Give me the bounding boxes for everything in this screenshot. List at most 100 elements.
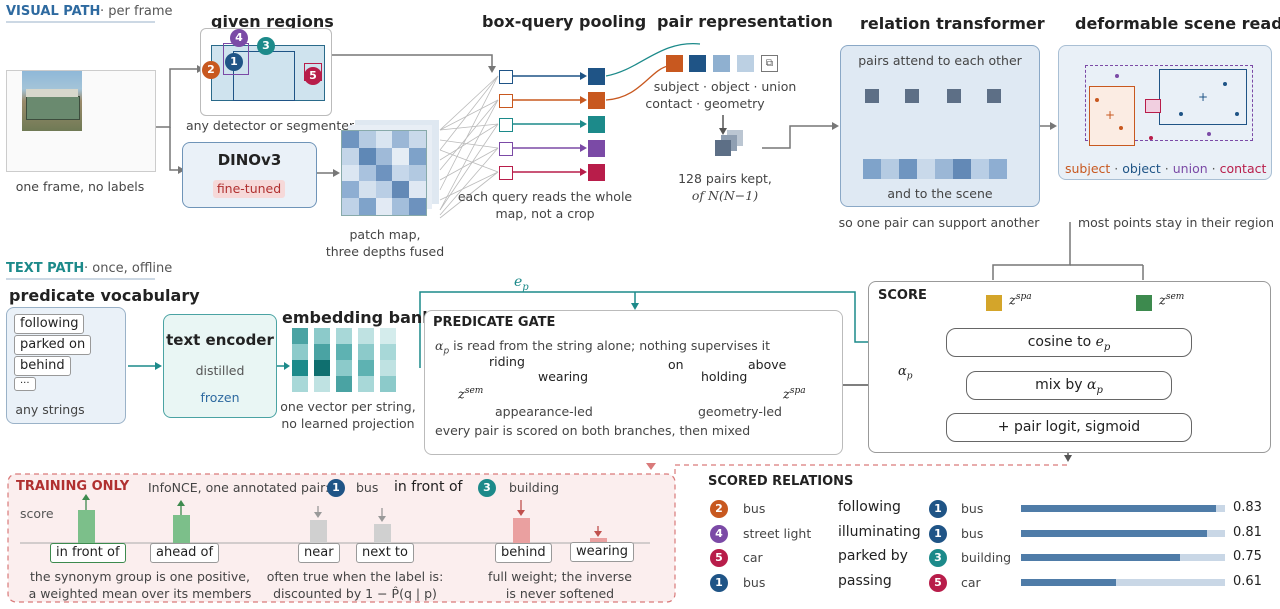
pair-contact-block [737, 55, 754, 72]
training-pred: in front of [394, 479, 463, 495]
relation-transformer-title: relation transformer [860, 14, 1045, 33]
score-zspa: zspa [1009, 292, 1032, 308]
score-zspa-sup: spa [1015, 292, 1032, 302]
relation-predicate: illuminating [838, 523, 921, 540]
sample-point [1149, 136, 1153, 140]
relation-object: bus [961, 525, 984, 541]
relation-score: 0.61 [1233, 573, 1262, 589]
training-cap-a1: the synonym group is one positive, [30, 569, 250, 584]
alpha-input: αp [898, 364, 913, 382]
gate-tick-on: on [668, 357, 684, 372]
text-path-sub: · once, offline [84, 261, 173, 276]
relation-score-bar [1021, 505, 1216, 512]
training-title: TRAINING ONLY [16, 479, 130, 494]
region-id-1: 1 [225, 53, 243, 71]
sample-point [1179, 112, 1183, 116]
predicate-gate-box: PREDICATE GATE αp is read from the strin… [424, 310, 843, 455]
embedding-bank-title: embedding bank [282, 308, 433, 327]
ep-symbol: e [514, 274, 523, 290]
score-zsem: zsem [1159, 292, 1184, 308]
score-title: SCORE [878, 288, 927, 303]
score-zspa-symbol: z [1009, 293, 1016, 309]
relation-object: car [961, 574, 981, 590]
dino-box: DINOv3 fine-tuned [182, 142, 317, 208]
query-box-teal [499, 118, 513, 132]
rt-bottom-caption: and to the scene [887, 186, 993, 201]
bus-roof-shape [26, 89, 78, 97]
union-box [1085, 65, 1253, 141]
sample-point [1235, 112, 1239, 116]
pooling-caption-1: each query reads the whole [457, 189, 633, 204]
training-label-near: near [298, 543, 340, 563]
relation-object: bus [961, 501, 984, 516]
region-id-5: 5 [304, 67, 322, 85]
logit-step: + pair logit, sigmoid [946, 413, 1192, 442]
text-encoder-title: text encoder [166, 331, 274, 349]
relation-score-bar [1021, 554, 1180, 561]
vocab-box: following parked on behind ··· any strin… [6, 307, 126, 424]
deformable-legend: subject · object · union · contact [1065, 161, 1266, 176]
relation-object: building [961, 550, 1012, 565]
gate-tick-riding: riding [489, 354, 525, 369]
gate-caption: every pair is scored on both branches, t… [435, 423, 751, 438]
relation-score: 0.81 [1233, 524, 1262, 540]
relation-subject-id: 5 [710, 549, 728, 567]
cosine-step: cosine to ep [946, 328, 1192, 357]
relation-score-track [1021, 505, 1225, 512]
rt-pair-2 [905, 89, 919, 103]
relation-object-id: 5 [929, 573, 947, 592]
training-cap-c1: full weight; the inverse [488, 569, 632, 584]
dino-badge: fine-tuned [213, 180, 285, 198]
gate-zspa-sup: spa [789, 386, 806, 396]
vocab-caption: any strings [15, 402, 85, 417]
training-label-next-to: next to [356, 543, 414, 563]
region-id-3: 3 [257, 37, 275, 55]
relation-score-track [1021, 578, 1225, 586]
subject-center-icon: + [1105, 108, 1116, 122]
legend-contact: contact [1219, 161, 1267, 176]
gate-zspa: zspa [783, 386, 806, 402]
training-infonce: InfoNCE, one annotated pair: [148, 480, 330, 495]
patch-map-caption-2: three depths fused [325, 244, 445, 259]
text-encoder-box: text encoder distilled frozen [163, 314, 277, 418]
training-label-in-front-of: in front of [50, 543, 126, 563]
text-encoder-frozen: frozen [200, 390, 240, 405]
pair-rep-caption-2: contact · geometry [645, 96, 765, 111]
training-score-label: score [20, 506, 54, 521]
gate-zsem-symbol: z [458, 387, 465, 403]
pair-rep-title: pair representation [657, 12, 833, 31]
gate-tick-above: above [748, 357, 787, 372]
gate-high-label: geometry-led [698, 404, 782, 419]
alpha-input-symbol: α [898, 364, 907, 379]
gate-alpha: α [435, 338, 444, 353]
deformable-box: + + subject · object · union · contact [1058, 45, 1272, 180]
text-encoder-sub: distilled [195, 363, 245, 378]
training-cap-a2: a weighted mean over its members [28, 586, 252, 601]
gate-zspa-symbol: z [783, 387, 790, 403]
pair-rep-caption-1: subject · object · union [653, 79, 797, 94]
legend-sep: · [1164, 161, 1169, 176]
text-path-label: TEXT PATH [6, 261, 85, 276]
vocab-title: predicate vocabulary [9, 286, 200, 305]
score-zsem-sup: sem [1165, 292, 1185, 302]
relation-subject-id: 4 [710, 524, 728, 543]
pooled-crimson [588, 164, 605, 181]
legend-subject: subject [1065, 161, 1111, 176]
patch-map [341, 130, 427, 216]
patch-map-caption-1: patch map, [349, 227, 421, 242]
rt-pair-1 [865, 89, 879, 103]
scored-relations-title: SCORED RELATIONS [708, 474, 854, 489]
training-subj-id: 1 [327, 479, 345, 497]
pairs-kept-2: of N(N−1) [691, 188, 759, 203]
region-id-2: 2 [202, 61, 220, 79]
mix-label: mix by [1035, 377, 1083, 393]
pair-stack-front [715, 140, 731, 156]
relation-predicate: following [838, 499, 901, 515]
relation-transformer-box: pairs attend to each other and to the sc… [840, 45, 1040, 207]
gate-desc: is read from the string alone; nothing s… [453, 338, 771, 353]
relation-score-bar [1021, 529, 1207, 537]
frame-image [22, 71, 82, 131]
sample-point [1223, 82, 1227, 86]
dino-title: DINOv3 [217, 151, 282, 169]
gate-low-label: appearance-led [495, 404, 593, 419]
